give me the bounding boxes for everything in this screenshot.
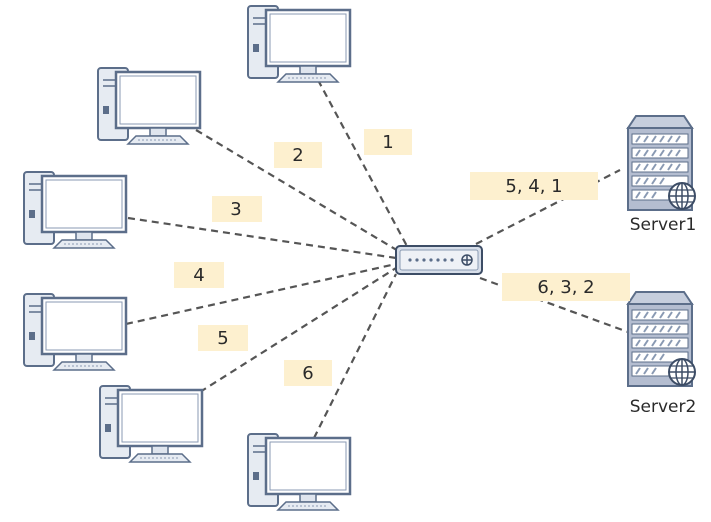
link-label-5: 5 — [198, 325, 248, 351]
server2-icon — [627, 291, 696, 387]
link-pc-4 — [125, 262, 397, 326]
server1-icon — [627, 115, 696, 211]
link-label-server2: 6, 3, 2 — [502, 273, 630, 301]
link-pc-2 — [195, 129, 401, 253]
link-label-server1: 5, 4, 1 — [470, 172, 598, 200]
server2-label: Server2 — [630, 397, 697, 417]
computer-5-icon — [98, 384, 204, 464]
link-label-3: 3 — [212, 196, 262, 222]
computer-1-icon — [246, 4, 352, 84]
link-label-3-text: 3 — [230, 199, 241, 220]
computer-6-icon — [246, 432, 352, 512]
link-label-1: 1 — [364, 129, 412, 155]
link-label-4-text: 4 — [193, 265, 204, 286]
link-label-6-text: 6 — [302, 363, 313, 384]
link-label-4: 4 — [174, 262, 224, 288]
switch-icon — [395, 245, 483, 275]
link-pc-5 — [199, 267, 397, 393]
computer-2-icon — [96, 66, 202, 146]
link-label-2-text: 2 — [292, 145, 303, 166]
link-pc-6 — [313, 273, 397, 439]
link-label-1-text: 1 — [382, 132, 393, 153]
link-label-server2-text: 6, 3, 2 — [537, 277, 594, 298]
link-label-5-text: 5 — [217, 328, 228, 349]
server1-label: Server1 — [630, 215, 697, 235]
computer-4-icon — [22, 292, 128, 372]
link-pc-3 — [127, 216, 397, 260]
link-label-6: 6 — [284, 360, 332, 386]
link-label-server1-text: 5, 4, 1 — [505, 176, 562, 197]
link-label-2: 2 — [274, 142, 322, 168]
connection-lines — [125, 79, 629, 439]
link-pc-1 — [317, 79, 409, 249]
computer-3-icon — [22, 170, 128, 250]
